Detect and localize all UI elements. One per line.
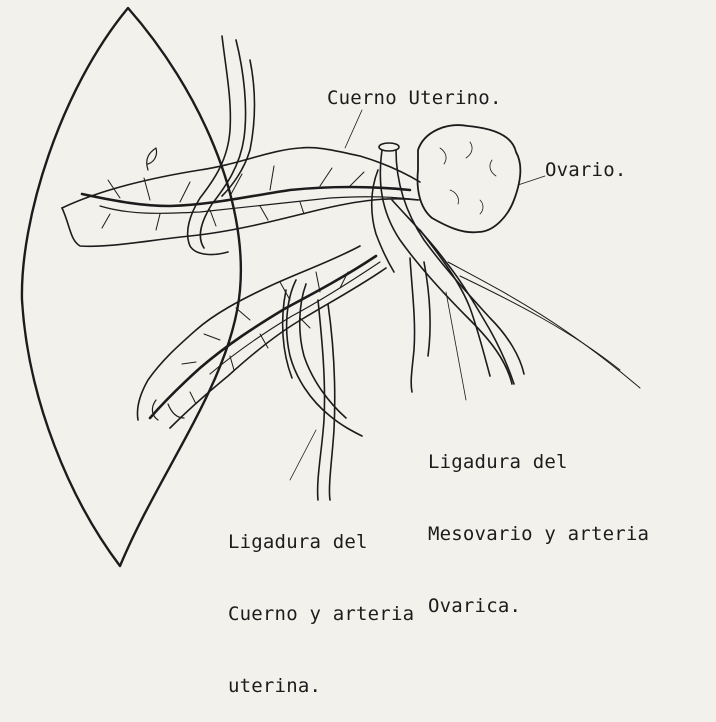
label-cuerno-uterino: Cuerno Uterino.: [327, 86, 502, 110]
label-line: Ligadura del: [228, 530, 414, 554]
label-line: Ovarica.: [428, 594, 649, 618]
leader-mesovario: [446, 292, 466, 400]
incision-outline: [22, 8, 241, 566]
label-ligadura-cuerno: Ligadura del Cuerno y arteria uterina.: [228, 482, 414, 722]
leader-cuerno: [345, 110, 362, 148]
ligature-thread-left: [188, 36, 255, 254]
uterine-ligature: [283, 280, 362, 500]
leader-uterina: [290, 430, 316, 480]
label-ligadura-mesovario: Ligadura del Mesovario y arteria Ovarica…: [428, 402, 649, 642]
label-line: Ligadura del: [428, 450, 649, 474]
label-line: uterina.: [228, 674, 414, 698]
leader-ovario: [518, 176, 545, 185]
uterine-horn-lower: [137, 246, 386, 428]
uterine-horn-upper: [62, 148, 420, 247]
label-ovario: Ovario.: [545, 158, 626, 182]
label-line: Mesovario y arteria: [428, 522, 649, 546]
ovary-texture: [440, 142, 496, 214]
label-line: Cuerno y arteria: [228, 602, 414, 626]
ovary: [418, 125, 521, 232]
